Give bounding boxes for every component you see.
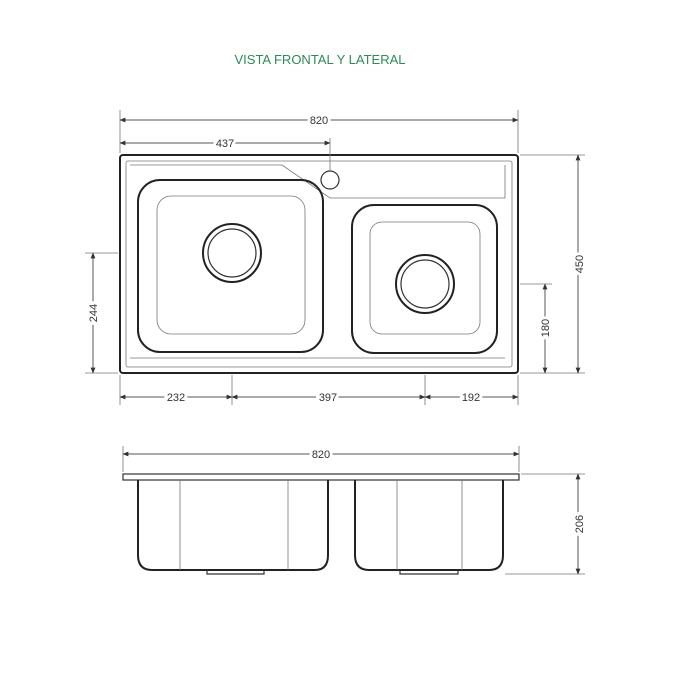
dim-right-drain-offset: 180	[540, 319, 552, 337]
dim-side-width: 820	[312, 449, 330, 461]
right-drain-outer	[395, 254, 455, 314]
right-bowl-inner	[369, 221, 481, 335]
left-drain-inner	[207, 228, 257, 278]
left-bowl-inner	[156, 195, 306, 335]
drawing-title: VISTA FRONTAL Y LATERAL	[234, 52, 406, 67]
side-left-bowl	[137, 480, 329, 571]
ledge-line	[130, 164, 506, 199]
dim-bottom-left: 232	[167, 392, 185, 404]
dim-bottom-right: 192	[462, 392, 480, 404]
dim-depth: 206	[574, 515, 586, 533]
left-bowl-outer	[137, 179, 324, 353]
dim-overall-width: 820	[310, 115, 328, 127]
side-left-drain	[206, 570, 265, 575]
sink-inner-rim	[125, 160, 513, 368]
side-right-bowl	[354, 480, 504, 571]
top-view: 820 437 450 244 180 232 397 192	[85, 110, 589, 407]
dim-height: 450	[574, 255, 586, 273]
side-right-drain	[399, 570, 459, 575]
dim-bottom-middle: 397	[319, 392, 337, 404]
faucet-hole	[320, 170, 340, 190]
side-view: 820 206	[122, 446, 589, 575]
right-drain-inner	[400, 259, 450, 309]
sink-outer-rim	[119, 154, 519, 374]
right-bowl-outer	[351, 204, 498, 354]
left-drain-outer	[202, 223, 262, 283]
side-rim	[122, 473, 520, 481]
dim-left-drain-offset: 244	[88, 304, 100, 322]
dim-left-bowl-width: 437	[216, 138, 234, 150]
